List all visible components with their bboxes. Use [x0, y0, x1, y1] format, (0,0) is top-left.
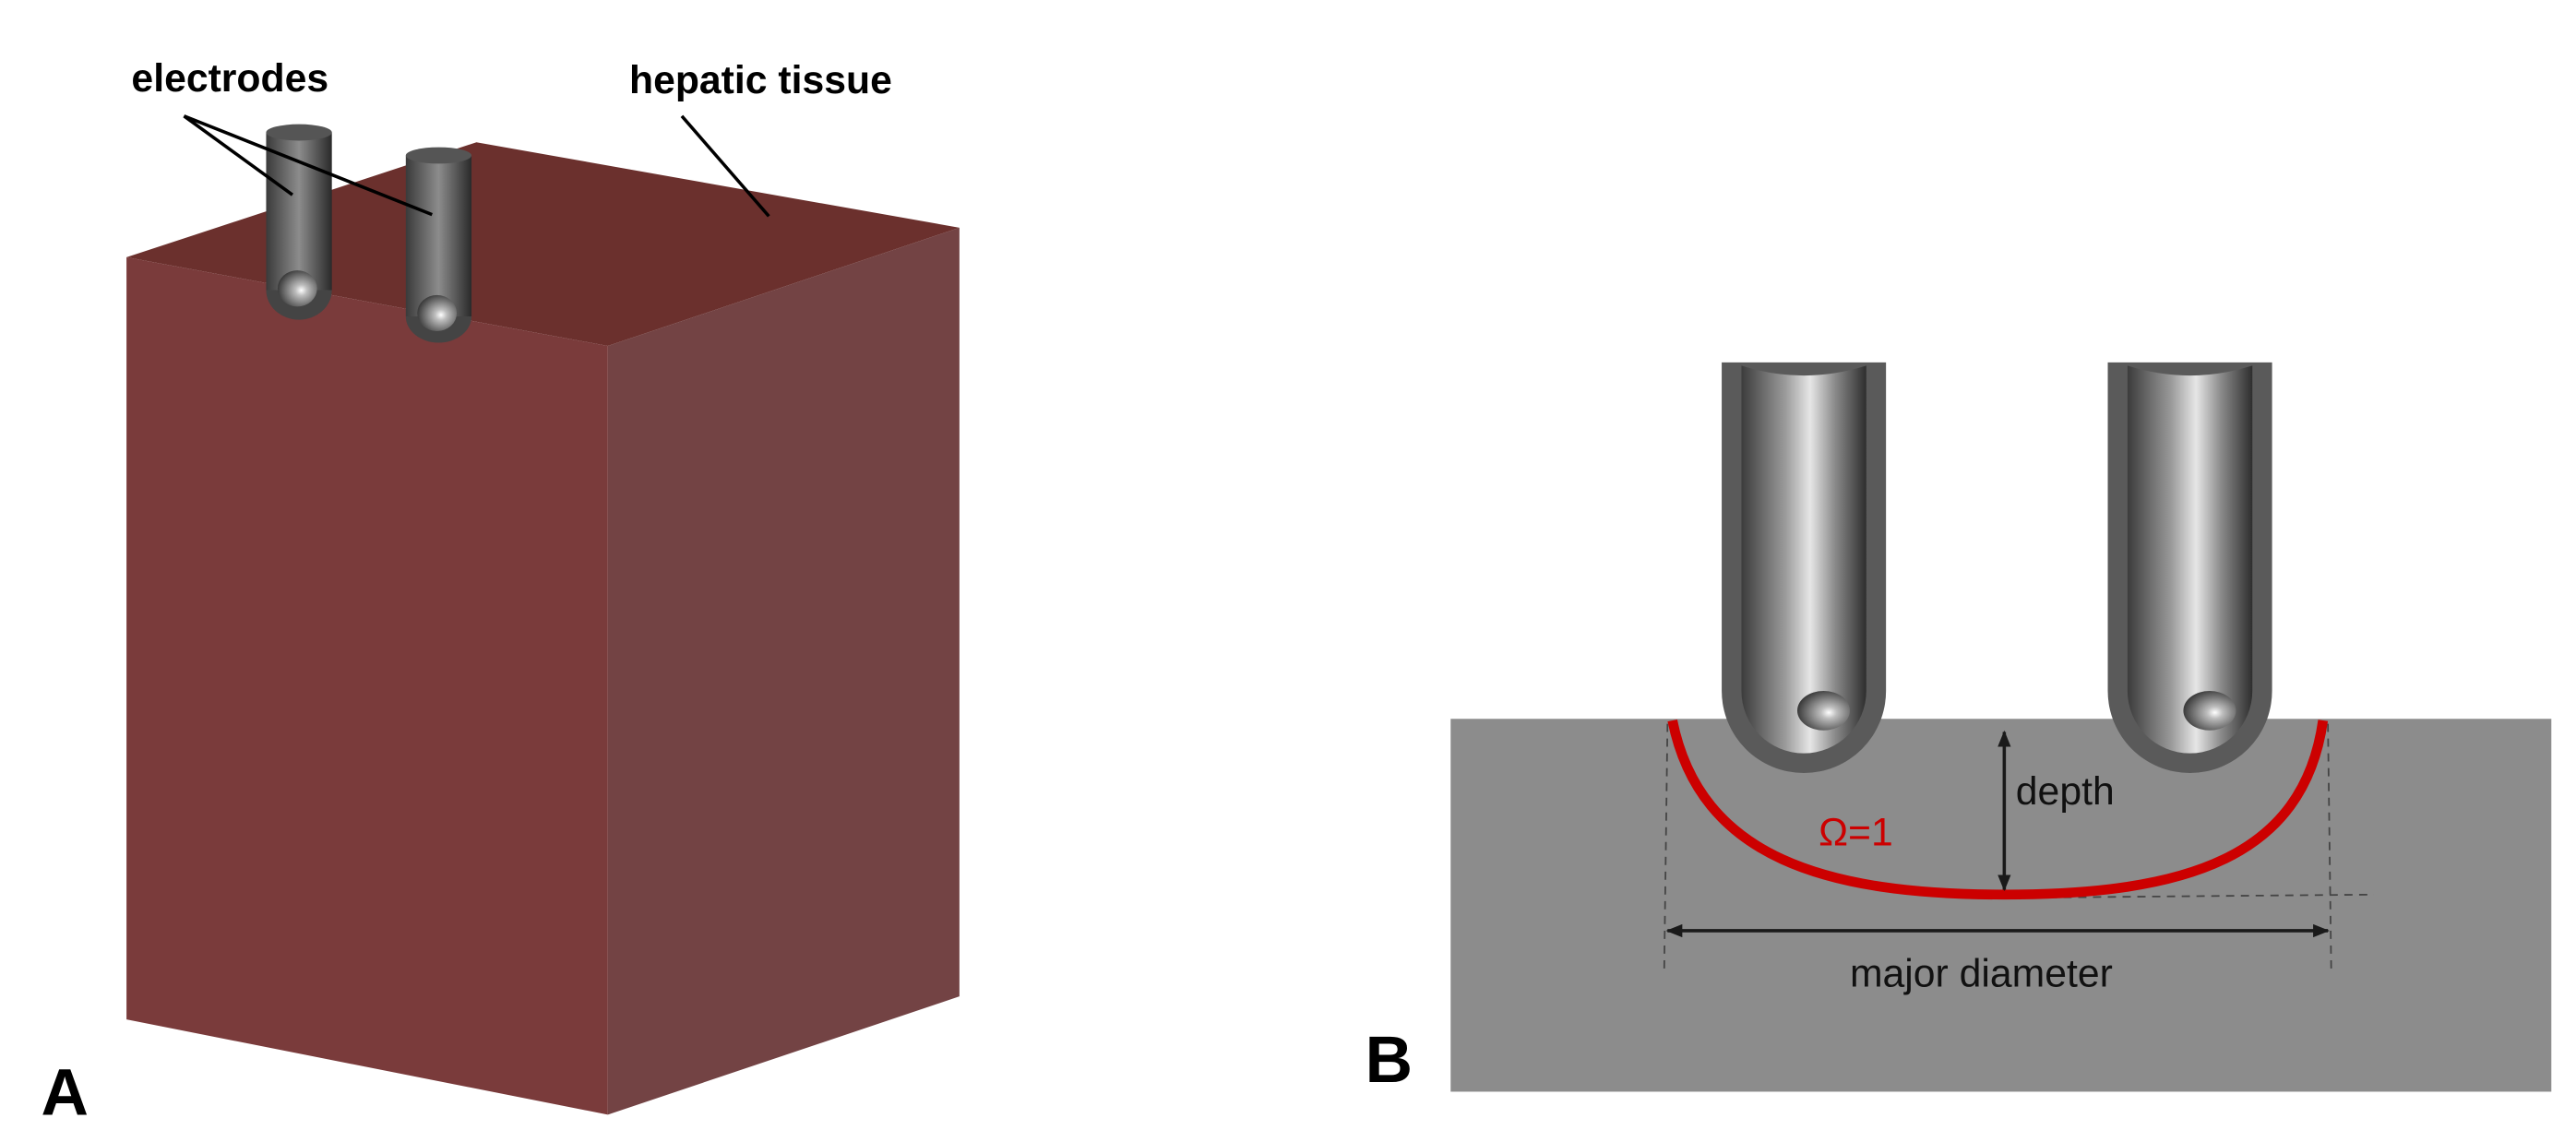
- omega-label: Ω=1: [1819, 810, 1893, 854]
- panel-b-label: B: [1366, 1024, 1413, 1097]
- major-diameter-label: major diameter: [1850, 951, 2113, 995]
- panel-b: depth Ω=1 major diameter B: [1366, 362, 2552, 1097]
- electrodes-callout-line-1: [183, 114, 293, 196]
- omega-boundary: [1667, 719, 2329, 900]
- electrode-b1: [1722, 362, 1887, 774]
- panel-a-label: A: [42, 1056, 89, 1129]
- left-dashed-guide: [1663, 723, 1669, 970]
- tissue-front-face: [126, 256, 608, 1115]
- electrode-2: [405, 147, 472, 343]
- hepatic-tissue-callout-line: [680, 114, 770, 218]
- panel-a: electrodes hepatic tissue A: [42, 56, 960, 1129]
- electrodes-callout-line-2: [183, 114, 433, 217]
- tissue-side-face: [607, 227, 960, 1115]
- electrode-1: [266, 124, 332, 320]
- tissue-section: [1450, 719, 2552, 1092]
- hepatic-tissue-block: [126, 142, 960, 1115]
- electrode-b2: [2107, 362, 2272, 774]
- depth-label: depth: [2016, 769, 2115, 814]
- tissue-top-face: [126, 142, 960, 347]
- hepatic-tissue-label: hepatic tissue: [629, 58, 892, 102]
- right-dashed-guide: [2327, 723, 2332, 970]
- electrodes-label: electrodes: [131, 56, 328, 101]
